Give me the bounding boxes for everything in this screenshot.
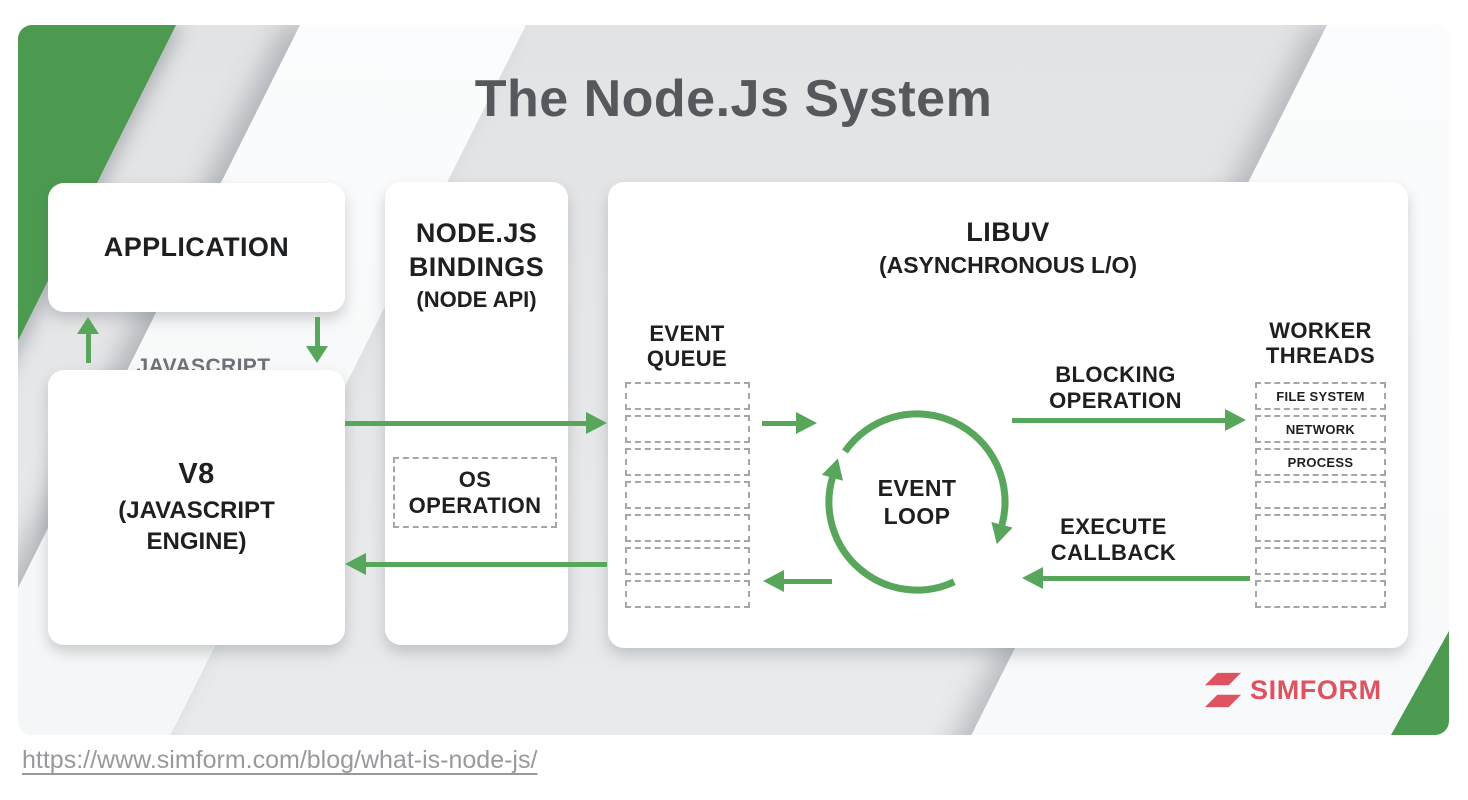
worker-slot-empty [1255, 481, 1386, 509]
arrow-loop-to-queue [763, 570, 832, 592]
event-loop-cycle-icon [821, 410, 1013, 594]
arrow-shaft [366, 561, 607, 567]
diagram-canvas: The Node.Js System APPLICATION JAVASCRIP… [18, 25, 1449, 735]
application-label: APPLICATION [103, 232, 290, 262]
arrow-shaft [345, 420, 586, 426]
diagram-title: The Node.Js System [474, 70, 993, 128]
queue-slot [625, 547, 750, 575]
v8-label: V8 [178, 458, 215, 490]
queue-slot [625, 448, 750, 476]
simform-logo: SIMFORM [1204, 671, 1382, 709]
event-queue-slots [625, 382, 750, 608]
arrow-shaft [784, 578, 832, 584]
worker-slot-process: PROCESS [1255, 448, 1386, 476]
arrow-left-icon [345, 553, 366, 575]
application-node: APPLICATION [48, 183, 345, 312]
arrow-shaft [762, 420, 796, 426]
bindings-label-line2: BINDINGS [408, 252, 545, 282]
os-operation-line1: OS [458, 466, 492, 492]
execute-line2: CALLBACK [1050, 540, 1177, 565]
blocking-line1: BLOCKING [1055, 362, 1176, 387]
queue-slot [625, 481, 750, 509]
v8-sublabel-line2: ENGINE) [146, 528, 247, 555]
arrow-shaft [1043, 575, 1250, 581]
worker-slot-empty [1255, 547, 1386, 575]
arrow-v8-to-application [77, 317, 99, 363]
execute-line1: EXECUTE [1060, 514, 1167, 539]
arrow-shaft [314, 317, 320, 346]
arrow-right-icon [586, 412, 607, 434]
worker-threads-label: WORKER THREADS [1248, 318, 1393, 368]
arrow-right-icon [796, 412, 817, 434]
v8-node: V8 (JAVASCRIPT ENGINE) [48, 370, 345, 645]
v8-sublabel-line1: (JAVASCRIPT [118, 497, 275, 524]
bindings-label-line1: NODE.JS [415, 218, 538, 248]
arrow-shaft [1012, 417, 1225, 423]
execute-callback-label: EXECUTE CALLBACK [1031, 514, 1196, 566]
libuv-title: LIBUV (ASYNCHRONOUS L/O) [608, 217, 1408, 279]
worker-threads-line1: WORKER [1269, 318, 1372, 343]
blocking-operation-label: BLOCKING OPERATION [1033, 362, 1198, 414]
arrow-v8-to-libuv [345, 412, 607, 434]
event-queue-label: EVENT QUEUE [617, 321, 757, 371]
arrow-queue-to-loop [762, 412, 817, 434]
nodejs-bindings-node: NODE.JS BINDINGS (NODE API) [385, 182, 568, 645]
arrow-up-icon [77, 317, 99, 334]
worker-slot-empty [1255, 580, 1386, 608]
arrow-workers-to-loop [1022, 567, 1250, 589]
source-url-link[interactable]: https://www.simform.com/blog/what-is-nod… [22, 746, 538, 774]
arrow-application-to-v8 [306, 317, 328, 363]
arrow-libuv-to-v8 [345, 553, 607, 575]
event-loop-line1: EVENT [877, 475, 957, 501]
worker-slot-label: PROCESS [1287, 454, 1354, 470]
worker-slot-label: NETWORK [1285, 421, 1356, 437]
os-operation-line2: OPERATION [408, 492, 542, 518]
bindings-sublabel: (NODE API) [416, 287, 537, 312]
worker-slot-label: FILE SYSTEM [1276, 388, 1365, 404]
arrow-left-icon [1022, 567, 1043, 589]
event-loop-line2: LOOP [883, 503, 951, 529]
worker-threads-line2: THREADS [1265, 343, 1376, 368]
queue-slot [625, 514, 750, 542]
os-operation-node: OS OPERATION [393, 457, 557, 528]
queue-slot [625, 580, 750, 608]
event-queue-line2: QUEUE [646, 346, 728, 371]
libuv-sublabel: (ASYNCHRONOUS L/O) [878, 252, 1138, 278]
simform-logo-text: SIMFORM [1250, 674, 1382, 705]
v8-sublabel: (JAVASCRIPT ENGINE) [118, 495, 274, 557]
libuv-label: LIBUV [966, 217, 1050, 247]
arrow-shaft [85, 334, 91, 363]
blocking-line2: OPERATION [1049, 388, 1182, 413]
worker-slot-empty [1255, 514, 1386, 542]
queue-slot [625, 382, 750, 410]
queue-slot [625, 415, 750, 443]
worker-slot-network: NETWORK [1255, 415, 1386, 443]
arrow-left-icon [763, 570, 784, 592]
arrow-down-icon [306, 346, 328, 363]
event-queue-line1: EVENT [649, 321, 725, 346]
arrow-loop-to-workers [1012, 409, 1246, 431]
arrow-right-icon [1225, 409, 1246, 431]
worker-slot-file-system: FILE SYSTEM [1255, 382, 1386, 410]
event-loop-label: EVENT LOOP [837, 474, 997, 530]
simform-logo-icon [1204, 672, 1242, 708]
worker-threads-slots: FILE SYSTEM NETWORK PROCESS [1255, 382, 1386, 608]
